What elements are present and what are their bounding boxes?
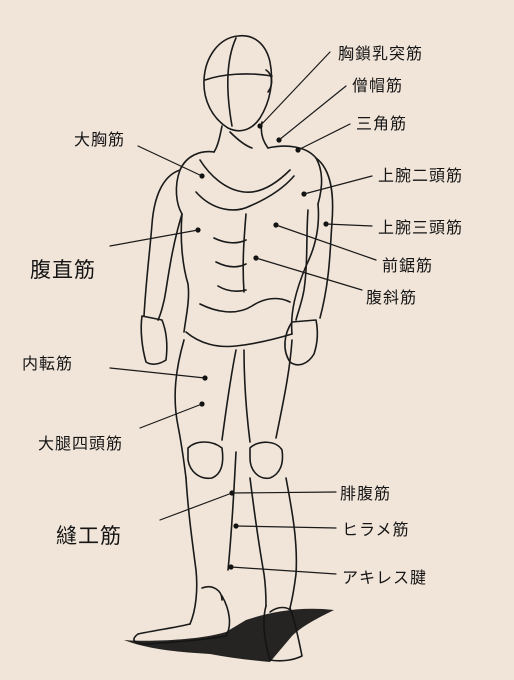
label-sartorius: 縫工筋 [56, 524, 122, 548]
head-guideline [204, 73, 273, 81]
label-sternocleidomastoid: 胸鎖乳突筋 [338, 44, 424, 63]
leader-trapezius [278, 85, 347, 141]
label-trapezius: 僧帽筋 [352, 76, 404, 95]
label-adductors: 内転筋 [22, 354, 74, 373]
right-leg [275, 339, 293, 439]
left-knee [187, 441, 224, 480]
label-triceps: 上腕三頭筋 [378, 218, 464, 237]
right-knee [249, 441, 284, 480]
leader-biceps [303, 175, 373, 195]
label-biceps: 上腕二頭筋 [378, 166, 464, 185]
leader-gastrocnemius [231, 491, 337, 494]
head-outline [203, 35, 273, 132]
leader-quadriceps [139, 403, 203, 429]
abdominal-lines [242, 213, 247, 293]
leader-triceps [325, 223, 373, 227]
torso-outline [175, 150, 215, 215]
label-soleus: ヒラメ筋 [342, 520, 410, 539]
label-achilles-tendon: アキレス腱 [342, 568, 428, 587]
chest-lines [199, 159, 291, 193]
label-rectus-abdominis: 腹直筋 [30, 258, 96, 282]
label-quadriceps: 大腿四頭筋 [38, 434, 124, 453]
label-external-oblique: 腹斜筋 [366, 288, 418, 307]
leader-deltoid [297, 123, 351, 151]
leader-sternocleidomastoid [259, 51, 331, 127]
leader-serratus [275, 224, 377, 261]
left-leg [174, 339, 187, 479]
label-pectoralis-major: 大胸筋 [74, 130, 126, 149]
label-gastrocnemius: 腓腹筋 [340, 484, 392, 503]
right-arm [315, 157, 334, 319]
left-arm [143, 169, 181, 317]
leader-oblique [255, 257, 363, 291]
leader-pectoralis [137, 145, 203, 177]
leader-adductors [109, 367, 206, 379]
leader-achilles [230, 566, 337, 575]
label-deltoid: 三角筋 [356, 114, 408, 133]
floor-shadow [124, 608, 334, 662]
leader-rectus [109, 229, 199, 247]
leader-soleus [235, 525, 337, 529]
leader-sartorius [159, 492, 233, 521]
label-serratus-anterior: 前鋸筋 [382, 256, 434, 275]
